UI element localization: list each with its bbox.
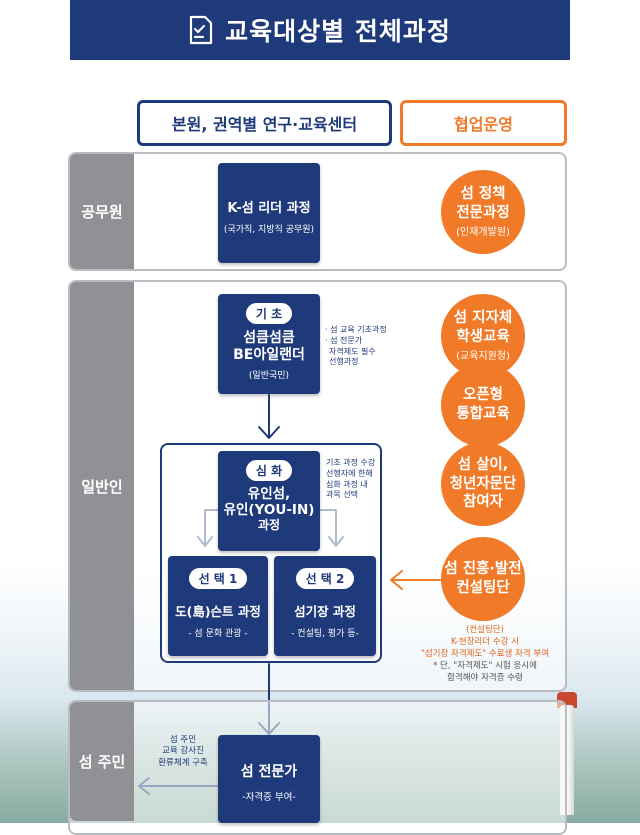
partner-line: 학생교육 bbox=[456, 329, 510, 345]
course-title: 과정 bbox=[257, 518, 281, 533]
course-advanced: 심 화 유인섬, 유인(YOU-IN) 과정 bbox=[218, 451, 320, 551]
arrow-head bbox=[390, 570, 403, 590]
partner-line: 섬 지자체 bbox=[453, 310, 513, 327]
title-banner: 교육대상별 전체과정 bbox=[70, 0, 570, 60]
partner-line: 컨설팅단 bbox=[456, 580, 510, 596]
note-line: 자격제도 필수 bbox=[329, 346, 376, 356]
note-line: 교육 강사진 bbox=[162, 746, 204, 757]
course-island-expert: 섬 전문가 -자격증 부여- bbox=[218, 735, 320, 823]
course-title: 유인(YOU-IN) bbox=[223, 502, 315, 519]
partner-line: 섬 정책 bbox=[460, 186, 506, 203]
partner-line: 전문과정 bbox=[456, 205, 510, 221]
badge-elective-1: 선 택 1 bbox=[188, 568, 248, 589]
note-line: 섬 주민 bbox=[169, 735, 197, 745]
partner-open-education: 오픈형 통합교육 bbox=[441, 363, 525, 447]
partner-line: 섬 진흥·발전 bbox=[444, 561, 522, 578]
course-title: 섬큼섬큼 bbox=[243, 330, 295, 346]
badge-basic: 기 초 bbox=[245, 303, 293, 324]
column-header-institute: 본원, 권역별 연구·교육센터 bbox=[137, 100, 392, 146]
column-header-partner: 협업운영 bbox=[400, 100, 567, 146]
page-title: 교육대상별 전체과정 bbox=[225, 17, 451, 46]
partner-youth-advisory: 섬 살이, 청년자문단 참여자 bbox=[441, 442, 525, 526]
note-line: 선행과정 bbox=[329, 357, 359, 367]
note-line: 과목 선택 bbox=[326, 490, 358, 500]
document-check-icon bbox=[190, 15, 213, 45]
course-elective-1: 선 택 1 도(島)슨트 과정 - 섬 문화 관광 - bbox=[168, 556, 268, 656]
badge-advanced: 심 화 bbox=[245, 460, 293, 481]
partner-line: 오픈형 bbox=[462, 387, 504, 404]
partner-line: 참여자 bbox=[462, 494, 504, 511]
section-label-public: 공무원 bbox=[70, 154, 134, 269]
note-line: 선행자에 한해 bbox=[326, 468, 373, 478]
note-line: 환류체계 구축 bbox=[158, 757, 208, 768]
partner-consulting-group: 섬 진흥·발전 컨설팅단 bbox=[441, 537, 525, 621]
course-target: (일반국민) bbox=[248, 370, 290, 381]
caption-line: * 단, "자격제도" 시험 응시에 bbox=[433, 660, 537, 671]
course-title: 유인섬, bbox=[247, 486, 291, 502]
note-line: 심화 과정 내 bbox=[326, 479, 368, 489]
course-elective-2: 선 택 2 섬기장 과정 - 컨설팅, 펑가 등- bbox=[274, 556, 376, 656]
course-subtitle: - 섬 문화 관광 - bbox=[188, 629, 248, 639]
course-title: BE아일랜더 bbox=[233, 346, 305, 363]
note-line: · 섬 교육 기초과정 bbox=[325, 325, 387, 334]
advanced-course-note: 기초 과정 수강 선행자에 한해 심화 과정 내 과목 선택 bbox=[326, 458, 375, 501]
resident-feedback-note: 섬 주민 교육 강사진 환류체계 구축 bbox=[143, 735, 223, 769]
course-title: 섬 전문가 bbox=[240, 764, 298, 780]
caption-line: K-현장리더 수강 시 bbox=[451, 636, 519, 647]
course-title: 섬기장 과정 bbox=[294, 604, 356, 619]
partner-island-policy: 섬 정책 전문과정 (인재개발원) bbox=[441, 170, 525, 254]
caption-line: 합격해야 자격증 수령 bbox=[447, 672, 523, 683]
partner-local-gov-education: 섬 지자체 학생교육 (교육지원청) bbox=[441, 294, 525, 378]
partner-org: (인재개발원) bbox=[456, 226, 510, 238]
badge-elective-2: 선 택 2 bbox=[295, 568, 355, 589]
caption-line: (컨설팅단) bbox=[466, 625, 504, 635]
note-line: · 섬 전문가 bbox=[325, 335, 363, 345]
consulting-caption: (컨설팅단) K-현장리더 수강 시 "섬기장 자격제도" 수료생 자격 부여 … bbox=[405, 625, 565, 684]
partner-line: 청년자문단 bbox=[449, 475, 517, 492]
section-label-general: 일반인 bbox=[70, 282, 134, 690]
partner-line: 통합교육 bbox=[456, 406, 510, 422]
section-label-resident: 섬 주민 bbox=[70, 702, 134, 821]
caption-line: "섬기장 자격제도" 수료생 자격 부여 bbox=[420, 648, 550, 659]
course-k-island-leader: K-섬 리더 과정 (국가직, 지방직 공무원) bbox=[218, 163, 320, 263]
basic-course-note: · 섬 교육 기초과정 · 섬 전문가 자격제도 필수 선행과정 bbox=[325, 325, 387, 368]
course-title: 도(島)슨트 과정 bbox=[175, 604, 261, 619]
course-subtitle: - 컨설팅, 펑가 등- bbox=[291, 629, 359, 639]
arrow-head bbox=[258, 426, 280, 439]
partner-org: (교육지원청) bbox=[456, 350, 510, 362]
course-title: K-섬 리더 과정 bbox=[227, 201, 311, 216]
course-basic: 기 초 섬큼섬큼 BE아일랜더 (일반국민) bbox=[218, 294, 320, 394]
note-line: 기초 과정 수강 bbox=[326, 458, 376, 467]
partner-line: 섬 살이, bbox=[457, 456, 509, 473]
course-target: (국가직, 지방직 공무원) bbox=[223, 225, 315, 235]
course-subtitle: -자격증 부여- bbox=[242, 792, 296, 803]
